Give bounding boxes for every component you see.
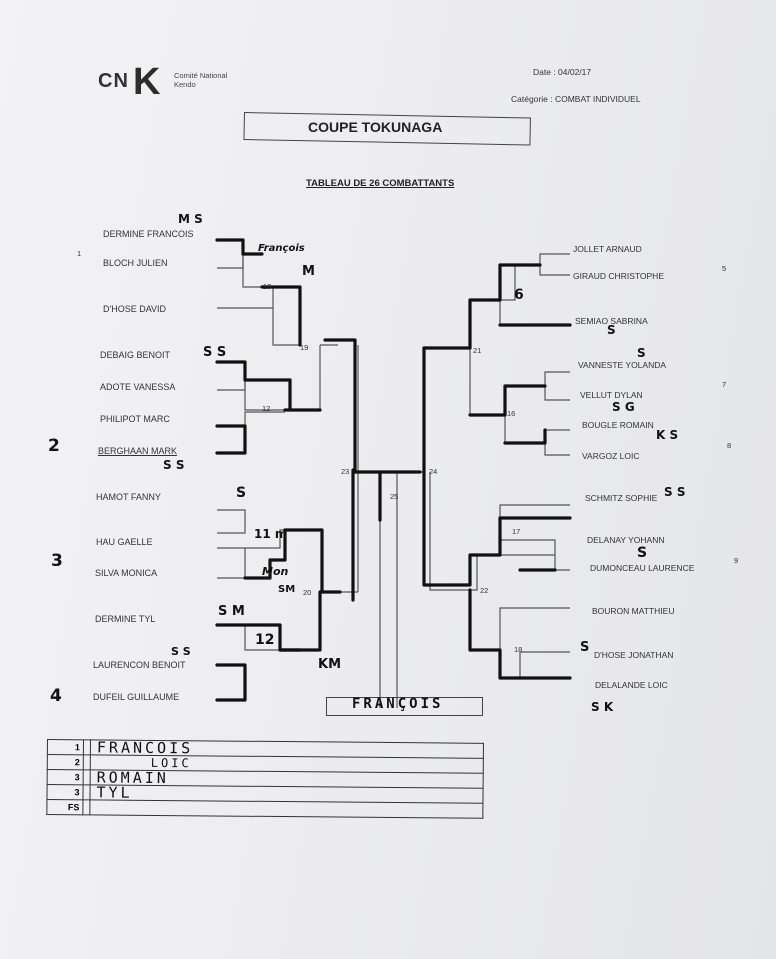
right-competitor-6: BOUGLE ROMAIN [582,420,654,430]
match-24: 24 [429,467,438,476]
podium-name [89,799,483,819]
left-competitor-10: SILVA MONICA [95,568,158,578]
hw-ms: M S [178,212,203,226]
left-competitor-13: DUFEIL GUILLAUME [93,692,180,702]
right-competitor-9: DELANAY YOHANN [587,535,665,545]
match-25: 25 [390,492,399,501]
hw-12-b: 12 [255,632,275,648]
podium-name: ROMAIN [90,768,484,789]
match-17: 17 [512,527,521,536]
left-competitor-11: DERMINE TYL [95,614,156,624]
final-winner-box [326,697,483,716]
left-competitor-9: HAU GAELLE [96,537,153,547]
left-competitor-6: PHILIPOT MARC [100,414,170,424]
hw-sk: S K [591,700,614,714]
left-competitor-8: HAMOT FANNY [96,492,161,502]
right-competitor-1: JOLLET ARNAUD [573,244,642,254]
seed-9: 9 [734,556,739,565]
logo: CN [98,70,129,92]
hw-s-5: S [580,640,590,655]
podium-row: FS [46,799,483,819]
left-competitor-12: LAURENCON BENOIT [93,660,186,670]
hw-ss-4: S S [664,485,686,499]
hw-6: 6 [514,287,524,303]
hw-s-1: S [236,485,247,501]
page-subtitle: TABLEAU DE 26 COMBATTANTS [306,178,455,189]
hw-m: M [302,264,315,279]
right-competitor-4: VANNESTE YOLANDA [578,360,667,370]
right-competitor-3: SEMIAO SABRINA [575,316,648,326]
hw-seed-2: 2 [48,436,60,456]
page-title: COUPE TOKUNAGA [308,119,443,135]
match-23: 23 [341,467,350,476]
match-21: 21 [473,346,482,355]
hw-sg: S G [612,400,635,414]
podium-rank: 2 [47,754,84,770]
final-winner: FRANÇOIS [352,696,444,712]
match-10: 10 [263,282,272,291]
category: Catégorie : COMBAT INDIVIDUEL [511,94,641,104]
podium-rank: 1 [47,739,84,755]
match-22: 22 [480,586,489,595]
left-competitor-7: BERGHAAN MARK [98,446,178,456]
hw-sm-1: SM [278,584,296,595]
seed-1: 1 [77,249,82,258]
right-competitor-12: D'HOSE JONATHAN [594,650,674,660]
left-competitor-1: DERMINE FRANCOIS [103,229,194,239]
podium-rank: 3 [46,784,84,800]
match-16: 16 [507,409,516,418]
hw-mon: Mon [262,565,289,578]
hw-km: KM [318,657,342,672]
podium-name: FRANCOIS [90,738,484,759]
hw-ss-1: S S [203,345,227,360]
logo-k: K [133,61,161,103]
right-competitor-5: VELLUT DYLAN [580,390,643,400]
right-competitor-13: DELALANDE LOIC [595,680,668,690]
podium-rank: FS [46,799,83,815]
hw-s-2: S [607,323,616,337]
left-competitor-2: BLOCH JULIEN [103,258,168,268]
seed-7: 7 [722,380,727,389]
hw-s-4: S [637,545,648,561]
org-name: Comité National Kendo [174,71,228,89]
match-20: 20 [303,588,312,597]
right-competitor-2: GIRAUD CHRISTOPHE [573,271,664,281]
match-18: 18 [514,645,523,654]
right-competitor-10: DUMONCEAU LAURENCE [590,563,695,573]
hw-ss-3: S S [171,645,191,658]
hw-s-3: S [637,346,646,360]
left-competitor-3: D'HOSE DAVID [103,304,167,314]
right-competitor-7: VARGOZ LOIC [582,451,640,461]
right-competitor-8: SCHMITZ SOPHIE [585,493,658,503]
left-competitor-4: DEBAIG BENOIT [100,350,171,360]
match-19: 19 [300,343,309,352]
left-competitor-5: ADOTE VANESSA [100,382,176,392]
seed-5: 5 [722,264,727,273]
seed-8: 8 [727,441,732,450]
hw-11m: 11 m [254,527,288,541]
date: Date : 04/02/17 [533,67,592,77]
hw-francois: François [258,243,305,254]
hw-sm-2: S M [218,604,245,619]
hw-seed-4: 4 [50,686,62,706]
podium-rank: 3 [47,769,84,785]
hw-seed-3: 3 [51,551,63,571]
right-competitor-11: BOURON MATTHIEU [592,606,675,616]
match-12: 12 [262,404,271,413]
hw-ss-2: S S [163,458,185,472]
hw-ks: K S [656,428,679,442]
podium-table: 1 FRANCOIS 2 LOIC 3 ROMAIN 3 TYL FS [46,738,484,819]
